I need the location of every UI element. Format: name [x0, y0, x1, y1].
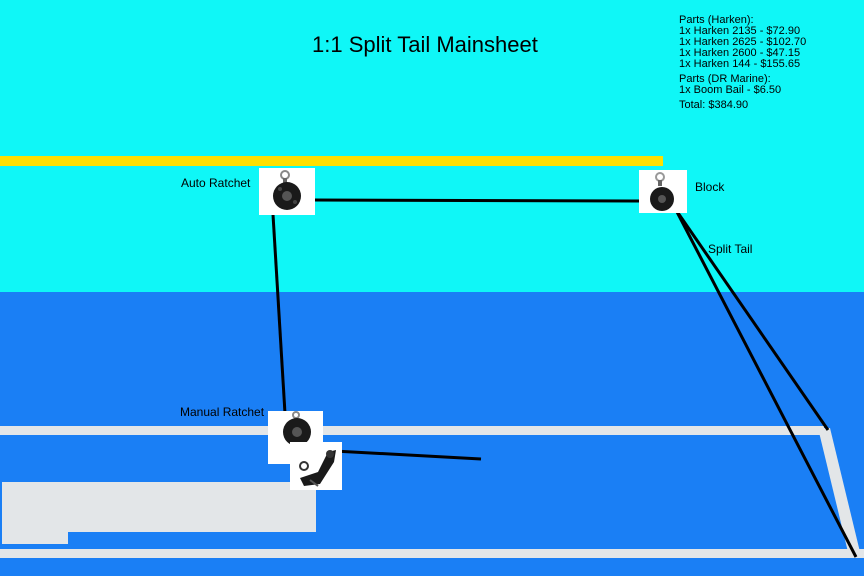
boom — [0, 156, 663, 166]
parts-item: 1x Harken 2625 - $102.70 — [679, 36, 807, 48]
ratchet-block-icon — [273, 170, 301, 210]
diagram-title: 1:1 Split Tail Mainsheet — [312, 32, 538, 57]
deck-rail — [0, 426, 864, 558]
cam-cleat — [290, 442, 342, 490]
mainsheet-line — [270, 197, 858, 558]
label-auto-ratchet: Auto Ratchet — [181, 176, 251, 190]
parts-harken-heading: Parts (Harken): — [679, 14, 754, 26]
cam-cleat-icon — [299, 450, 336, 487]
sky-background — [0, 0, 864, 296]
label-split-tail: Split Tail — [708, 242, 753, 256]
parts-list: Parts (Harken): 1x Harken 2135 - $72.90 … — [679, 15, 806, 111]
parts-item: 1x Harken 144 - $155.65 — [679, 58, 801, 70]
parts-dr-marine-heading: Parts (DR Marine): — [679, 73, 771, 85]
label-block: Block — [695, 180, 725, 194]
block-icon — [650, 172, 674, 211]
label-manual-ratchet: Manual Ratchet — [180, 405, 265, 419]
parts-item: 1x Boom Bail - $6.50 — [679, 84, 782, 96]
parts-item: 1x Harken 2135 - $72.90 — [679, 25, 801, 37]
auto-ratchet-block — [259, 168, 315, 215]
block — [639, 170, 687, 213]
parts-total: Total: $384.90 — [679, 99, 749, 111]
parts-item: 1x Harken 2600 - $47.15 — [679, 47, 801, 59]
